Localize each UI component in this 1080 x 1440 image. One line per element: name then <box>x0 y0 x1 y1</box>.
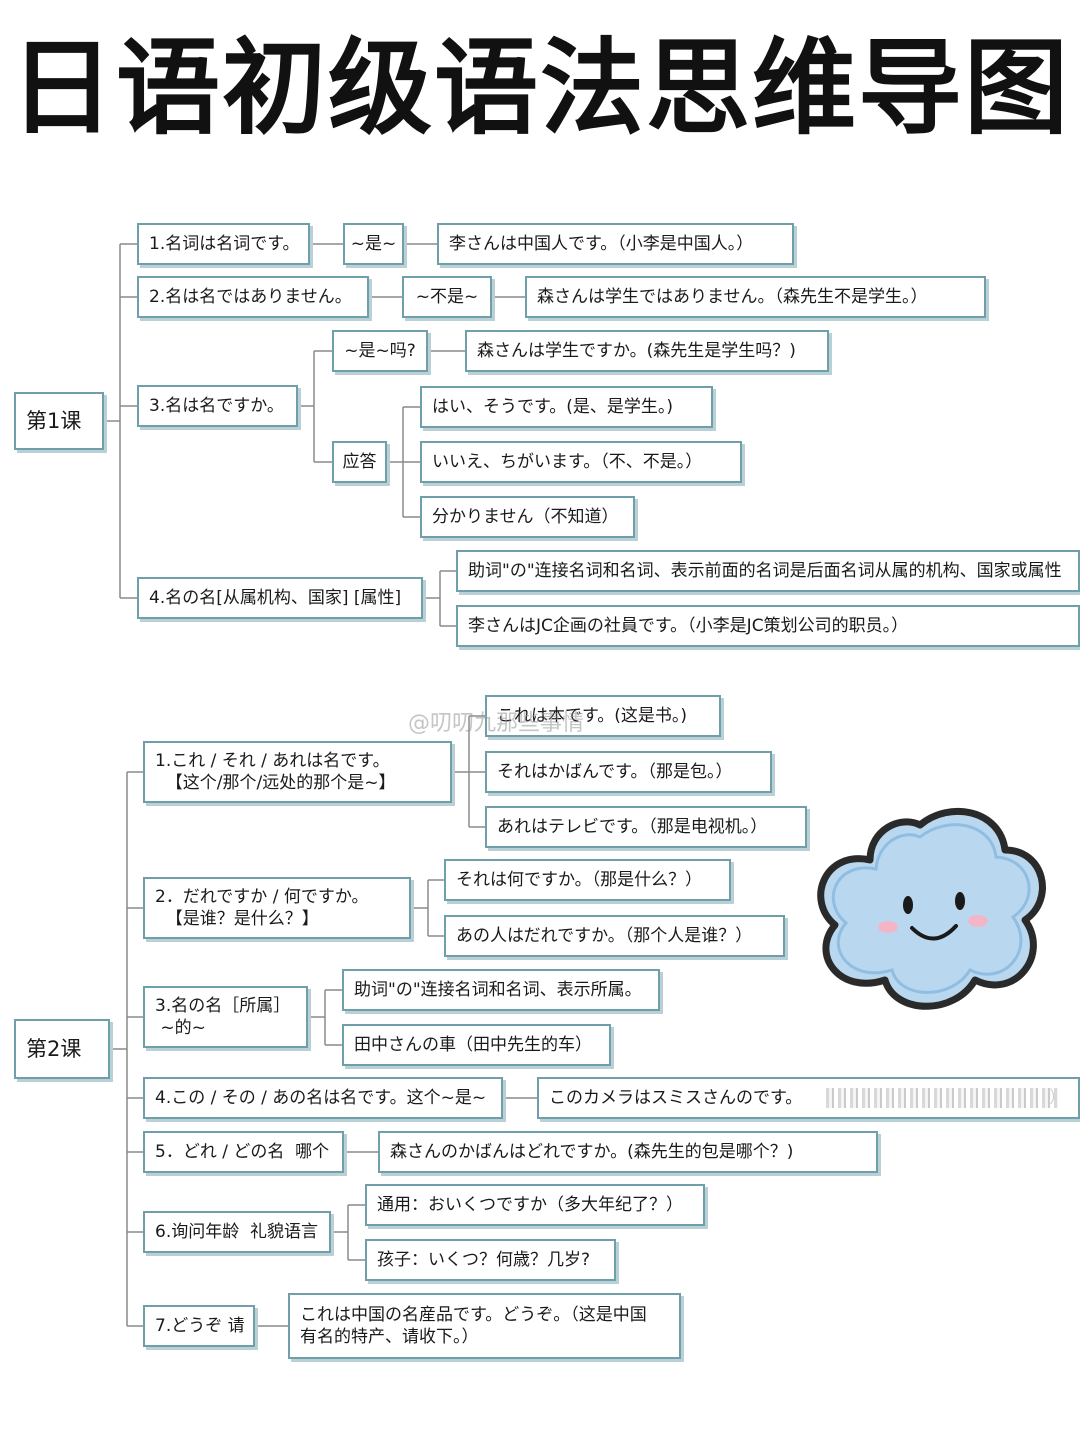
l2-point1-example-over-there: あれはテレビです。（那是电视机。） <box>485 806 807 848</box>
l1-point4: 4.名の名[从属机构、国家] [属性] <box>137 577 423 619</box>
l1-point2-meaning: ~不是~ <box>402 276 492 318</box>
l2-point7: 7.どうぞ 请 <box>143 1305 255 1347</box>
l2-point6: 6.询问年龄 礼貌语言 <box>143 1211 331 1253</box>
l1-point4-note: 助词"の"连接名词和名词、表示前面的名词是后面名词从属的机构、国家或属性 <box>456 550 1080 592</box>
l2-point4: 4.この / その / あの名は名です。这个~是~ <box>143 1077 503 1119</box>
l1-answer-unknown: 分かりません（不知道） <box>420 496 635 538</box>
l1-point1-example: 李さんは中国人です。（小李是中国人。） <box>437 223 794 265</box>
l2-point1-example-this: これは本です。(这是书。) <box>485 695 721 737</box>
l2-point7-example: これは中国の名産品です。どうぞ。（这是中国 有名的特产、请收下。） <box>288 1293 681 1359</box>
l2-point2-example-what: それは何ですか。（那是什么？） <box>444 859 731 901</box>
l2-point2-example-who: あの人はだれですか。（那个人是谁？） <box>444 915 785 957</box>
l2-point5-example: 森さんのかばんはどれですか。(森先生的包是哪个？) <box>378 1131 878 1173</box>
l2-point6-example-general: 通用：おいくつですか（多大年纪了？） <box>365 1184 705 1226</box>
l1-answer-yes: はい、そうです。(是、是学生。) <box>420 386 713 428</box>
l2-point3: 3.名の名［所属］ ~的~ <box>143 986 308 1048</box>
l2-point1: 1.これ / それ / あれは名です。 【这个/那个/远处的那个是~】 <box>143 741 452 803</box>
l2-point1-example-that: それはかばんです。（那是包。） <box>485 751 772 793</box>
l1-point1: 1.名词は名词です。 <box>137 223 310 265</box>
smiling-cloud-icon <box>817 807 1046 1010</box>
l1-point3-answer: 应答 <box>332 441 387 483</box>
l2-point4-example-text: このカメラはスミスさんのです。 <box>549 1088 803 1108</box>
l1-point2-example: 森さんは学生ではありません。（森先生不是学生。） <box>525 276 986 318</box>
l2-point5: 5．どれ / どの名 哪个 <box>143 1131 344 1173</box>
l1-point4-example: 李さんはJC企画の社員です。（小李是JC策划公司的职员。） <box>456 605 1080 647</box>
l1-point3: 3.名は名ですか。 <box>137 385 298 427</box>
l2-point2: 2．だれですか / 何ですか。 【是谁？是什么？】 <box>143 877 411 939</box>
l1-answer-no: いいえ、ちがいます。（不、不是。） <box>420 441 742 483</box>
l2-point3-note: 助词"の"连接名词和名词、表示所属。 <box>342 969 660 1011</box>
l2-point6-example-child: 孩子：いくつ？何歳？几岁? <box>365 1239 616 1281</box>
l1-point3-example: 森さんは学生ですか。(森先生是学生吗？) <box>465 330 829 372</box>
l1-point1-meaning: ~是~ <box>343 223 404 265</box>
lesson2-label: 第2课 <box>14 1019 110 1079</box>
l2-point3-example: 田中さんの車（田中先生的车） <box>342 1024 611 1066</box>
lesson1-label: 第1课 <box>14 392 104 450</box>
page-title: 日语初级语法思维导图 <box>9 27 1070 149</box>
l1-point3-meaning: ~是~吗? <box>332 330 428 372</box>
l1-point2: 2.名は名ではありません。 <box>137 276 369 318</box>
redaction-mark <box>826 1088 1058 1108</box>
